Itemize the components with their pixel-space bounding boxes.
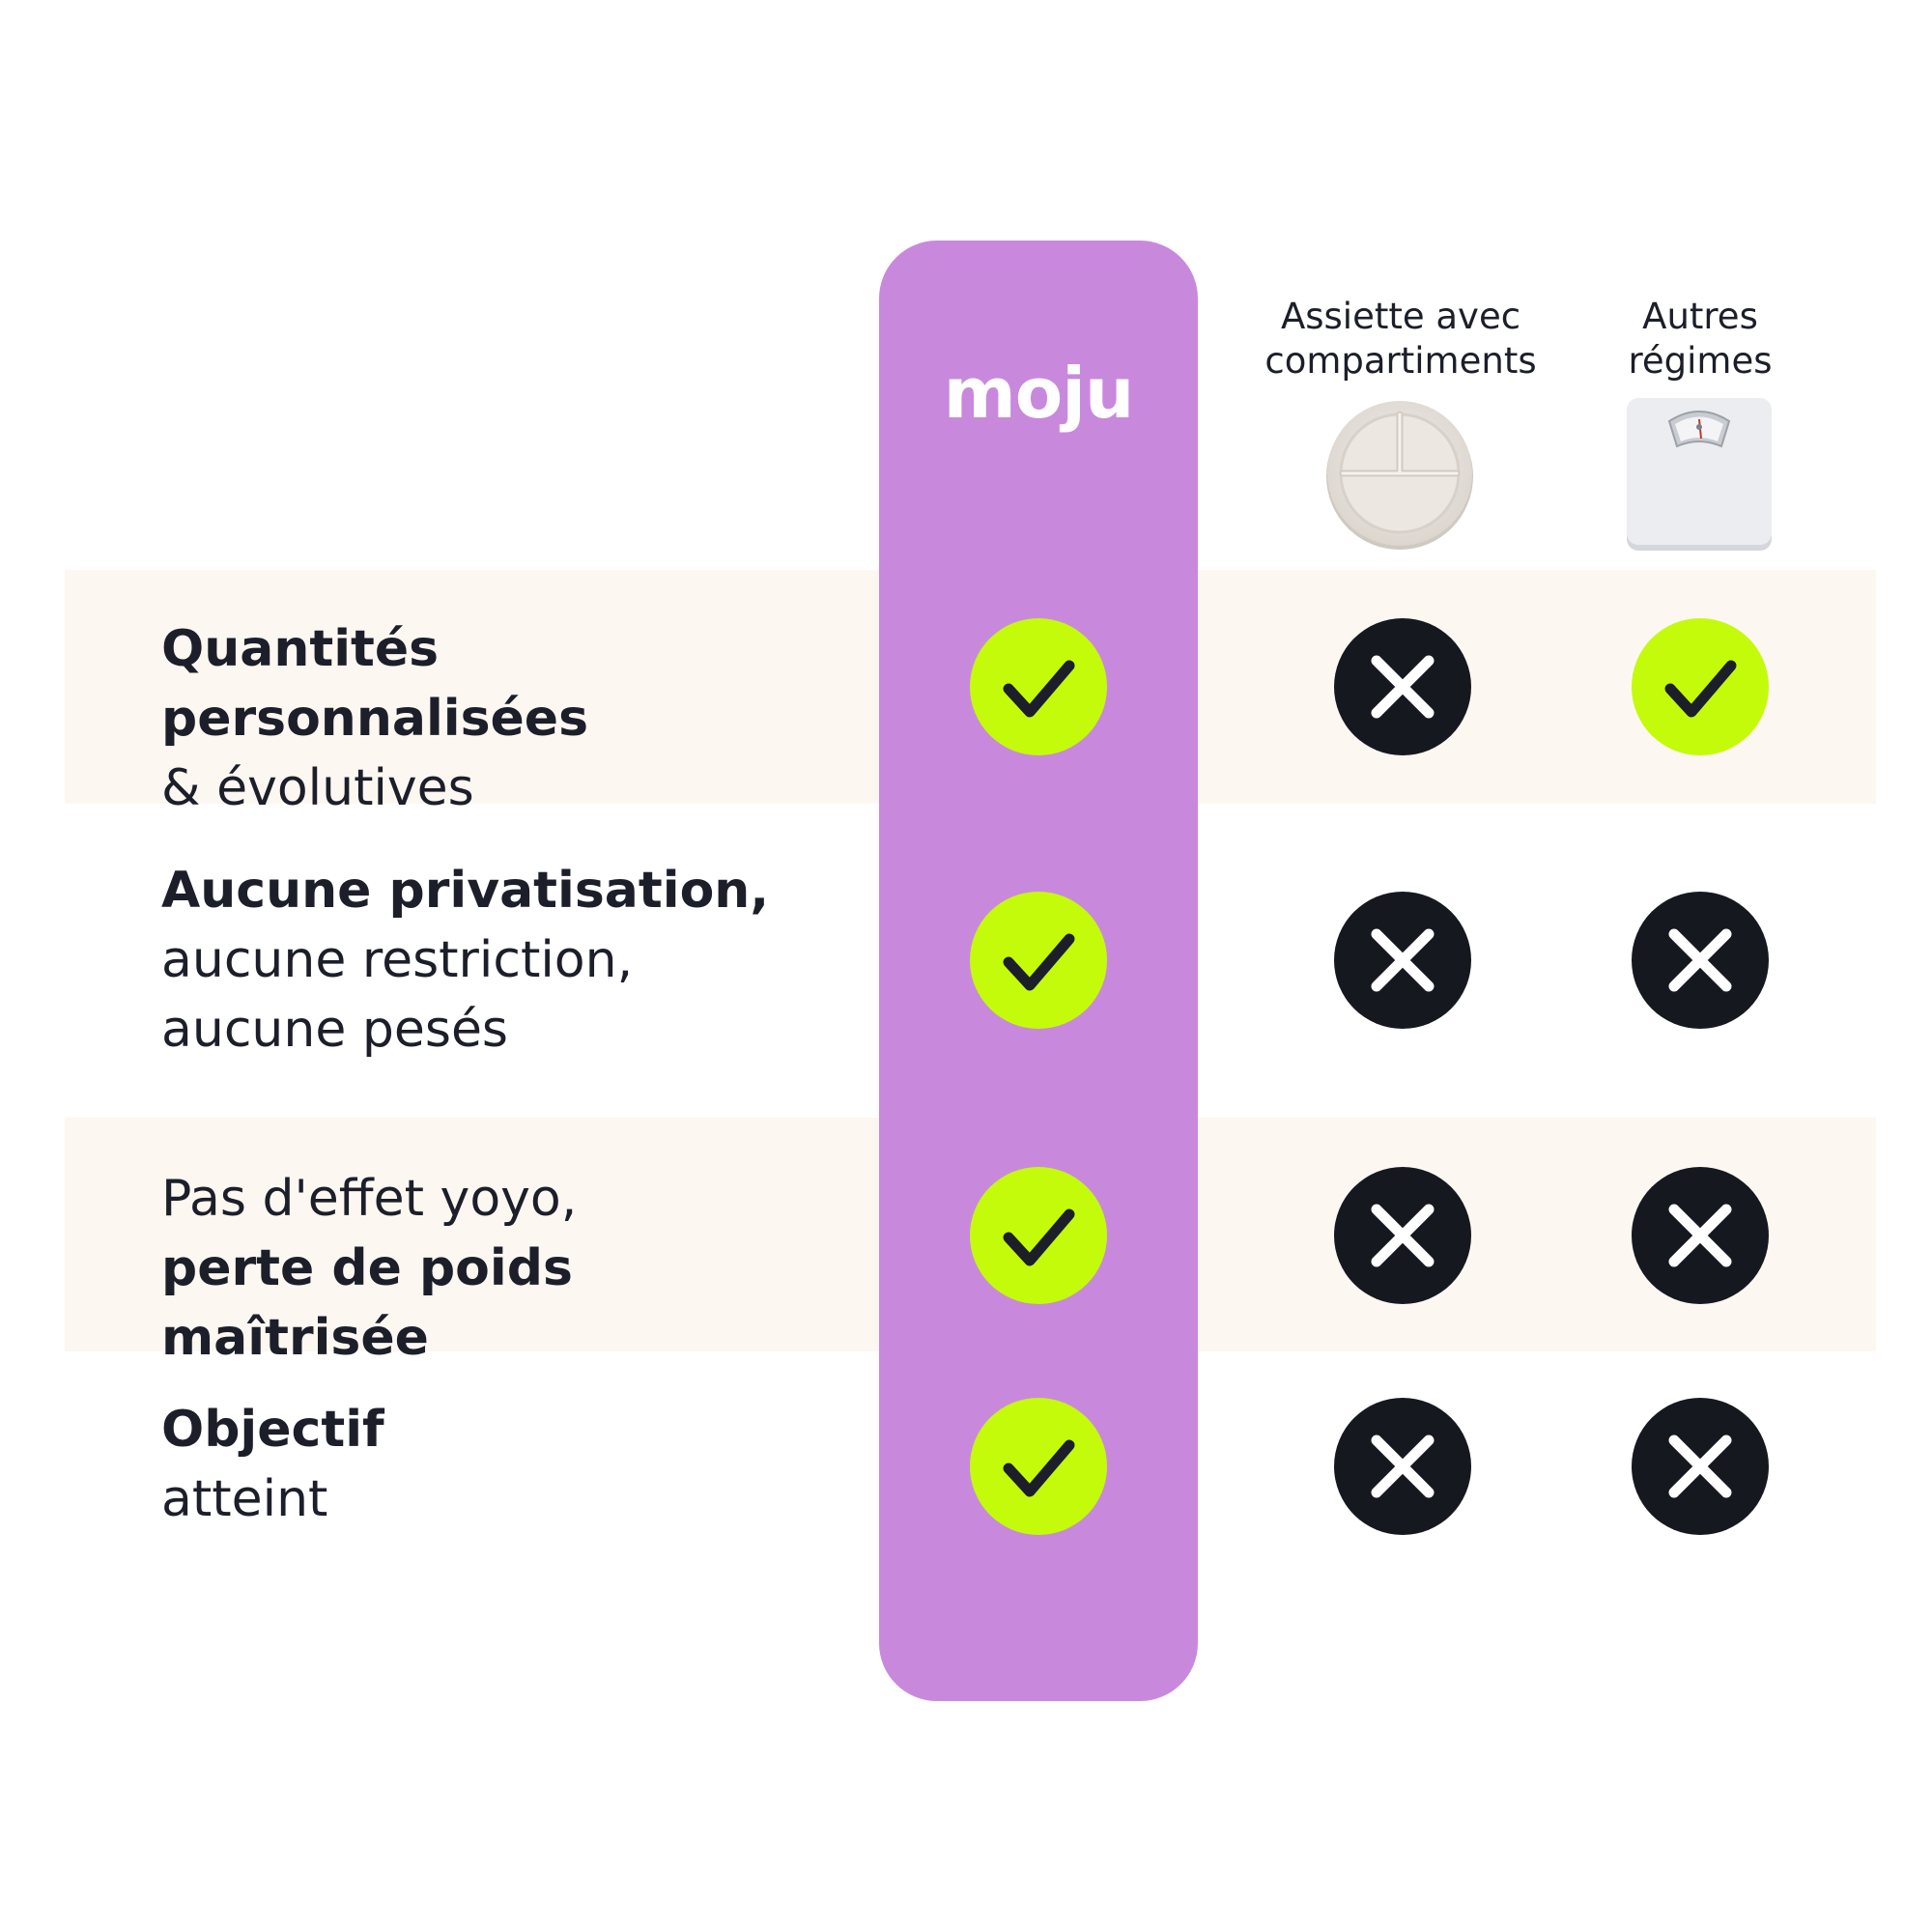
check-icon	[1003, 660, 1075, 718]
moju-mark	[970, 618, 1107, 755]
column-header-autres: Autres régimes	[1536, 295, 1864, 384]
row-label-line: Pas d'effet yoyo,	[161, 1170, 578, 1228]
column-header-line: régimes	[1628, 340, 1773, 382]
assiette-mark	[1334, 892, 1471, 1029]
assiette-mark	[1334, 1398, 1471, 1535]
row-label-line: & évolutives	[161, 759, 474, 817]
autres-mark	[1632, 1167, 1769, 1304]
cross-icon	[1668, 1204, 1732, 1267]
moju-logo: moju	[943, 353, 1134, 434]
cross-icon	[1371, 655, 1435, 719]
row-label-yoyo: Pas d'effet yoyo, perte de poids maîtris…	[161, 1164, 857, 1373]
cross-icon	[1371, 1435, 1435, 1498]
column-header-line: Assiette avec	[1280, 296, 1521, 337]
check-icon	[1664, 660, 1737, 718]
compartment-plate-image	[1326, 401, 1473, 550]
check-icon	[1003, 1208, 1075, 1266]
autres-mark	[1632, 618, 1769, 755]
column-header-line: Autres	[1642, 296, 1758, 337]
column-header-line: compartiments	[1264, 340, 1537, 382]
row-label-line: aucune restriction,	[161, 931, 634, 989]
bathroom-scale-image	[1627, 398, 1772, 551]
row-label-quantites: Quantités personnalisées & évolutives	[161, 614, 857, 823]
row-label-line: perte de poids maîtrisée	[161, 1239, 573, 1367]
check-icon	[1003, 1439, 1075, 1497]
moju-mark	[970, 892, 1107, 1029]
assiette-mark	[1334, 1167, 1471, 1304]
cross-icon	[1668, 1435, 1732, 1498]
autres-mark	[1632, 892, 1769, 1029]
row-label-line: atteint	[161, 1470, 328, 1528]
moju-mark	[970, 1167, 1107, 1304]
assiette-mark	[1334, 618, 1471, 755]
row-label-aucune: Aucune privatisation, aucune restriction…	[161, 856, 857, 1065]
row-label-objectif: Objectif atteint	[161, 1395, 857, 1534]
autres-mark	[1632, 1398, 1769, 1535]
cross-icon	[1668, 928, 1732, 992]
cross-icon	[1371, 1204, 1435, 1267]
row-label-line: Quantités personnalisées	[161, 620, 589, 748]
cross-icon	[1371, 928, 1435, 992]
check-icon	[1003, 933, 1075, 991]
row-label-line: Aucune privatisation,	[161, 862, 770, 920]
moju-mark	[970, 1398, 1107, 1535]
row-label-line: aucune pesés	[161, 1001, 509, 1059]
row-label-line: Objectif	[161, 1401, 384, 1459]
column-header-assiette: Assiette avec compartiments	[1236, 295, 1565, 384]
